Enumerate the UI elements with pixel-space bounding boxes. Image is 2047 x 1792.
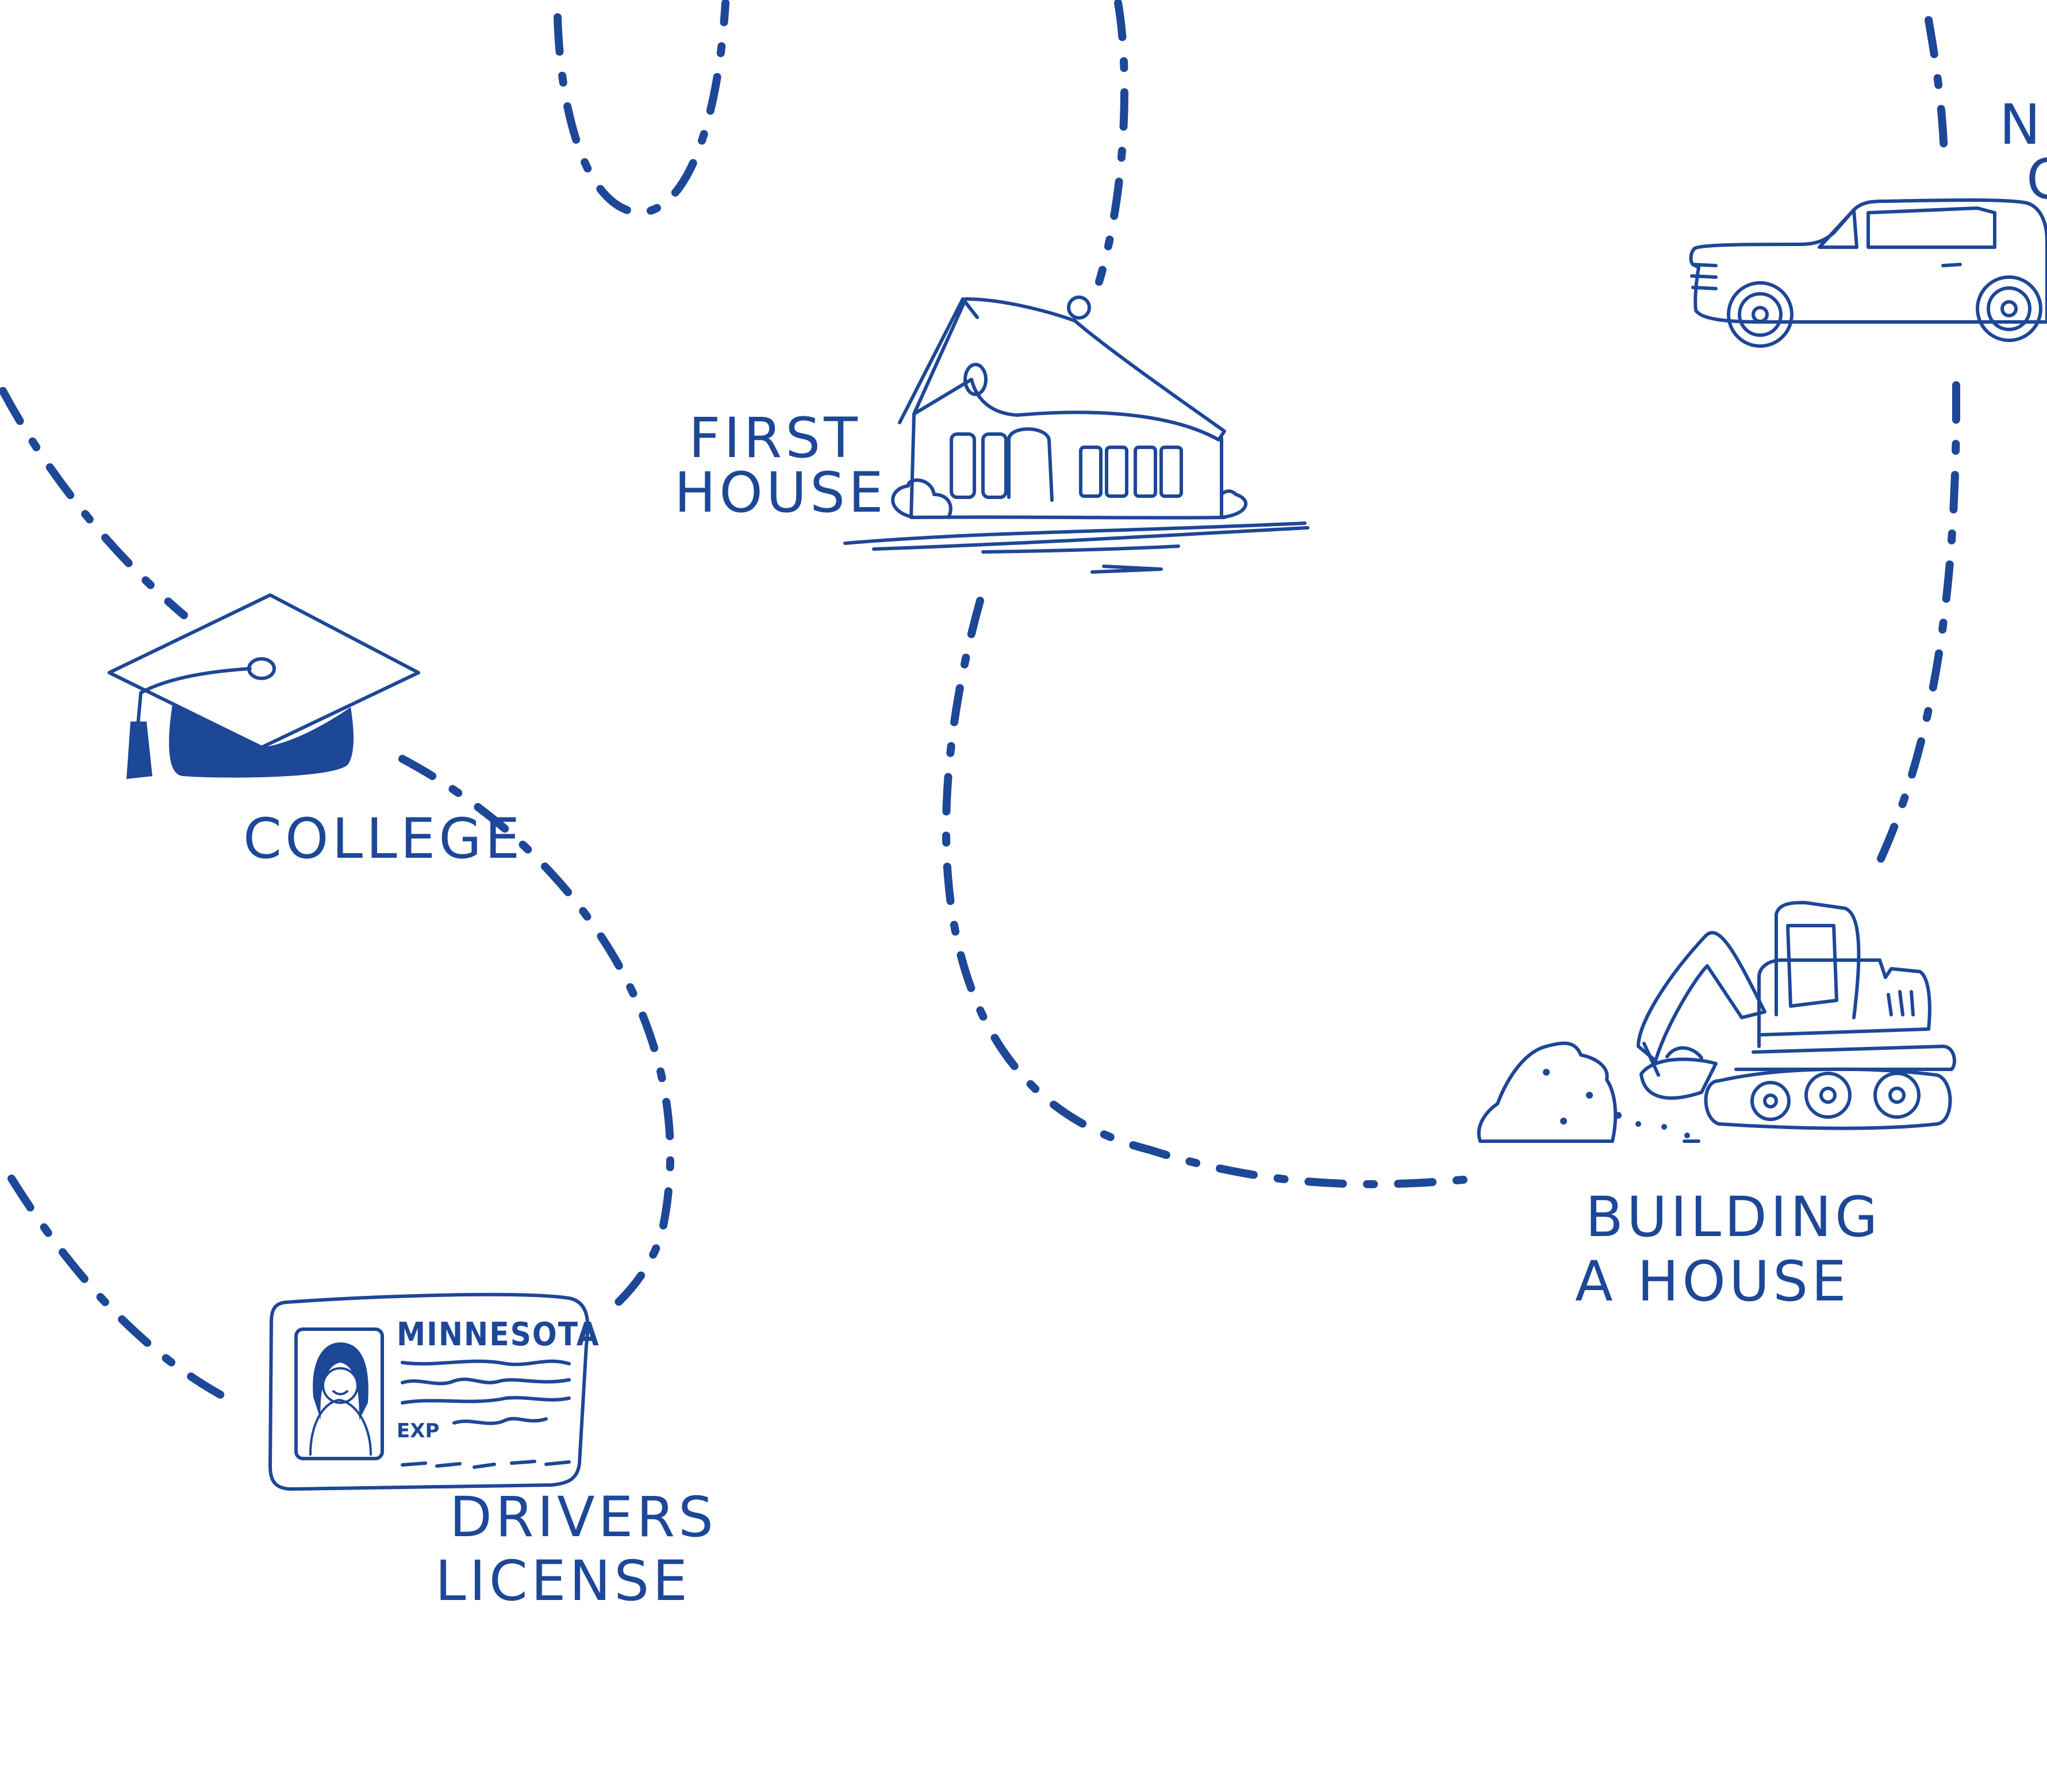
dashed-path-college-to-license — [398, 755, 674, 1321]
building-house-label-line1: BUILDING — [1585, 1185, 1881, 1249]
first-house-label-line1: FIRST — [689, 406, 861, 470]
excavator-icon — [1477, 901, 1956, 1143]
graduation-cap-icon — [107, 593, 420, 779]
car-icon — [1689, 198, 2047, 348]
new-car-label-line1: N — [1999, 93, 2044, 157]
college-label: COLLEGE — [243, 807, 523, 871]
id-card-icon: MINNESOTA EXP — [268, 1292, 600, 1491]
new-car-label-line2: C — [2026, 147, 2047, 212]
drivers-license-label-line2: LICENSE — [435, 1549, 691, 1613]
dashed-path-top-loop — [554, 0, 729, 217]
card-exp-text: EXP — [397, 1419, 439, 1442]
building-house-label-line2: A HOUSE — [1575, 1249, 1850, 1314]
drivers-license-label-line1: DRIVERS — [450, 1485, 717, 1549]
dashed-path-left-to-college — [0, 387, 188, 619]
dashed-path-car-to-building — [1871, 381, 1961, 875]
dashed-path-network — [0, 0, 1961, 1407]
first-house-label-line2: HOUSE — [674, 461, 887, 525]
card-state-text: MINNESOTA — [397, 1316, 600, 1353]
dashed-path-left-to-license — [7, 1175, 240, 1407]
dashed-path-top-to-house — [1095, 0, 1129, 286]
house-icon — [843, 296, 1309, 574]
dashed-path-car-loop — [1925, 16, 1948, 159]
dashed-path-house-to-building — [942, 597, 1481, 1188]
